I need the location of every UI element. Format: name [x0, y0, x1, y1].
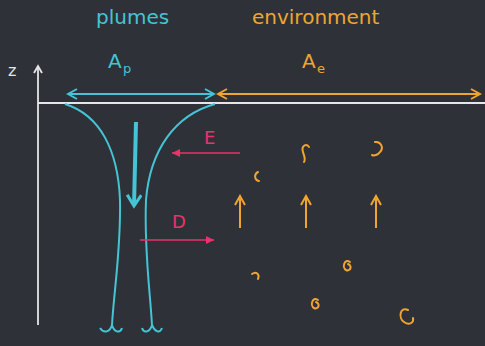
surface-line — [38, 102, 485, 104]
area-symbol: A — [302, 50, 316, 72]
downdraft-arrow — [134, 122, 136, 206]
region-title: environment — [252, 6, 379, 28]
detrainment-label: D — [172, 212, 186, 232]
detrainment-arrow — [140, 239, 214, 241]
z-axis — [37, 66, 39, 325]
plume-left-edge — [65, 104, 122, 332]
environment-area-arrow — [218, 93, 480, 95]
entrainment-label: E — [204, 128, 215, 148]
plume-right-edge — [142, 104, 215, 332]
area-subscript: e — [317, 62, 325, 76]
entrainment-arrow — [172, 152, 240, 154]
area-subscript: p — [123, 62, 131, 76]
eddies — [252, 142, 413, 324]
environment-updrafts — [240, 196, 376, 228]
area-symbol: A — [108, 50, 122, 72]
plume-area-arrow — [68, 93, 214, 95]
region-title: plumes — [96, 6, 169, 28]
axis-label: z — [8, 62, 16, 80]
